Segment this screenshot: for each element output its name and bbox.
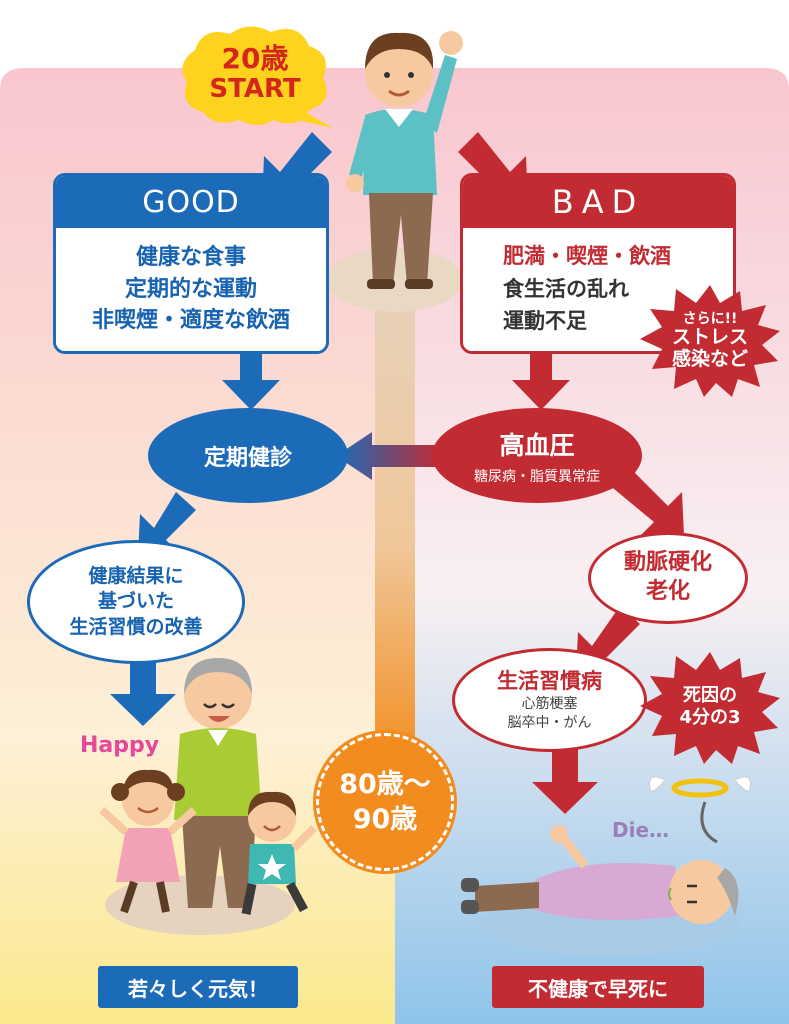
bad-result-label: 不健康で早死に bbox=[492, 966, 704, 1008]
age-marker: 80歳～ 90歳 bbox=[316, 733, 454, 871]
arrow-good-down bbox=[222, 352, 280, 410]
lifestyle-sub-1: 心筋梗塞 bbox=[521, 696, 578, 713]
start-burst bbox=[182, 26, 333, 128]
arterio-line-1: 動脈硬化 bbox=[623, 550, 712, 576]
good-box: GOOD 健康な食事 定期的な運動 非喫煙・適度な飲酒 bbox=[53, 173, 329, 354]
arteriosclerosis-oval: 動脈硬化 老化 bbox=[588, 532, 748, 624]
stress-line-1: さらに!! bbox=[682, 311, 738, 328]
good-title: GOOD bbox=[56, 176, 326, 228]
improvement-line-1: 健康結果に bbox=[88, 564, 184, 587]
arterio-line-2: 老化 bbox=[645, 579, 690, 604]
good-result-label: 若々しく元気！ bbox=[98, 966, 298, 1008]
bad-item-dark-1: 食生活の乱れ bbox=[503, 276, 629, 301]
start-age: 20歳 bbox=[221, 42, 289, 76]
start-label: 20歳 START bbox=[190, 34, 320, 114]
arrow-lifestyle-down bbox=[532, 748, 598, 814]
start-platform bbox=[327, 248, 463, 312]
arrow-bad-down bbox=[512, 352, 570, 410]
hypertension-sub: 糖尿病・脂質異常症 bbox=[474, 468, 600, 485]
die-label: Die… bbox=[612, 818, 670, 842]
improvement-oval: 健康結果に 基づいた 生活習慣の改善 bbox=[27, 540, 245, 664]
age-line-2: 90歳 bbox=[352, 804, 418, 835]
death-line-2: 4分の3 bbox=[679, 707, 741, 728]
stress-line-2: ストレス bbox=[671, 326, 748, 349]
death-line-1: 死因の bbox=[683, 684, 737, 706]
stress-burst bbox=[640, 285, 780, 397]
checkup-oval: 定期健診 bbox=[148, 408, 348, 503]
good-item-2: 定期的な運動 bbox=[124, 276, 257, 302]
stress-line-3: 感染など bbox=[671, 348, 748, 371]
good-item-1: 健康な食事 bbox=[135, 244, 246, 270]
age-line-1: 80歳～ bbox=[339, 768, 431, 800]
arrow-hypertension-to-checkup bbox=[336, 432, 442, 480]
improvement-line-3: 生活習慣の改善 bbox=[69, 615, 203, 638]
bad-item-red: 肥満・喫煙・飲酒 bbox=[503, 244, 671, 268]
lifestyle-title: 生活習慣病 bbox=[497, 669, 602, 694]
stress-text: さらに!! ストレス 感染など bbox=[652, 302, 768, 380]
death-burst bbox=[640, 652, 780, 764]
lifestyle-sub-2: 脳卒中・がん bbox=[507, 714, 592, 731]
hypertension-title: 高血圧 bbox=[499, 430, 575, 460]
improvement-line-2: 基づいた bbox=[97, 590, 174, 613]
good-item-3: 非喫煙・適度な飲酒 bbox=[91, 308, 290, 334]
bad-title: BAD bbox=[463, 176, 733, 228]
happy-family-illustration bbox=[100, 658, 317, 915]
lying-patient-illustration bbox=[461, 776, 751, 924]
happy-label: Happy bbox=[80, 733, 160, 758]
bad-item-dark-2: 運動不足 bbox=[503, 309, 587, 334]
arrow-improve-down bbox=[110, 662, 176, 726]
young-man-illustration bbox=[346, 31, 463, 289]
age-pole bbox=[375, 270, 415, 770]
death-text: 死因の 4分の3 bbox=[652, 668, 768, 746]
arrow-hyper-down bbox=[608, 466, 684, 536]
good-items: 健康な食事 定期的な運動 非喫煙・適度な飲酒 bbox=[56, 228, 326, 351]
start-text: START bbox=[209, 74, 301, 105]
lifestyle-disease-oval: 生活習慣病 心筋梗塞 脳卒中・がん bbox=[452, 648, 647, 752]
hypertension-oval: 高血圧 糖尿病・脂質異常症 bbox=[432, 408, 642, 503]
